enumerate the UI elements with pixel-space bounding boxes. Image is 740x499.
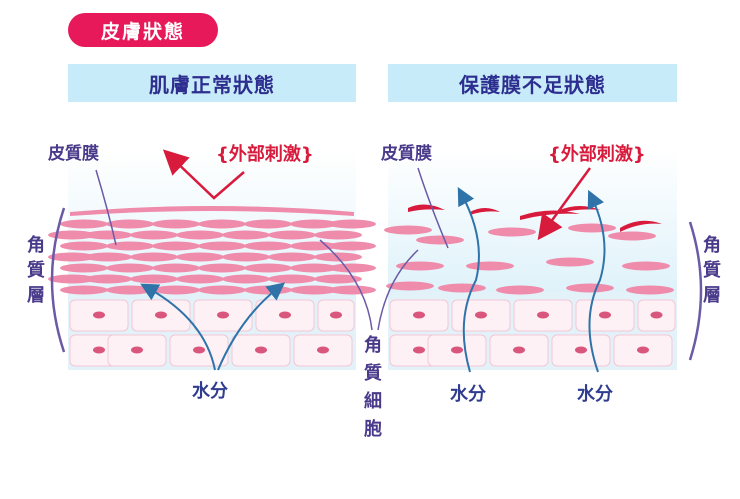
external-stimulus-left: {外部刺激}: [216, 144, 314, 165]
skin-film-label-right: 皮質膜: [381, 144, 432, 164]
water-arrow-left-2: [217, 282, 286, 371]
corneocyte-pointer-left: [319, 239, 373, 331]
stratum-bracket-right: [688, 221, 703, 361]
damaged-skin-title: 保護膜不足狀態: [388, 64, 677, 102]
skin-film-pointer-right: [417, 167, 449, 249]
corneocyte-pointer-right: [377, 249, 419, 331]
water-arrow-right-1: [457, 187, 480, 373]
damaged-corneocytes: [389, 299, 676, 367]
skin-film-label-left: 皮質膜: [48, 144, 99, 164]
external-arrow-right: [537, 167, 592, 241]
damaged-skin-panel: [384, 150, 677, 370]
water-label-left: 水分: [192, 381, 228, 402]
damaged-red-film: [408, 204, 662, 232]
normal-skin-panel: [48, 150, 376, 370]
external-stimulus-right: {外部刺激}: [548, 144, 646, 165]
water-label-right-1: 水分: [450, 384, 486, 405]
water-arrow-left-1: [140, 283, 216, 371]
normal-corneocytes: [69, 299, 355, 367]
normal-skin-title: 肌膚正常狀態: [68, 64, 356, 102]
stratum-corneum-right: 角 質 層: [703, 235, 721, 306]
stratum-corneum-left: 角 質 層: [27, 235, 45, 306]
stratum-bracket-left: [50, 207, 66, 353]
header-badge: 皮膚狀態: [68, 13, 218, 47]
corneocyte-label: 角 質 細 胞: [364, 335, 382, 440]
normal-sebum-film: [48, 206, 376, 295]
skin-film-pointer-left: [95, 169, 117, 246]
external-arrow-left: [162, 149, 245, 200]
water-arrow-right-2: [587, 189, 606, 373]
water-label-right-2: 水分: [577, 384, 613, 405]
